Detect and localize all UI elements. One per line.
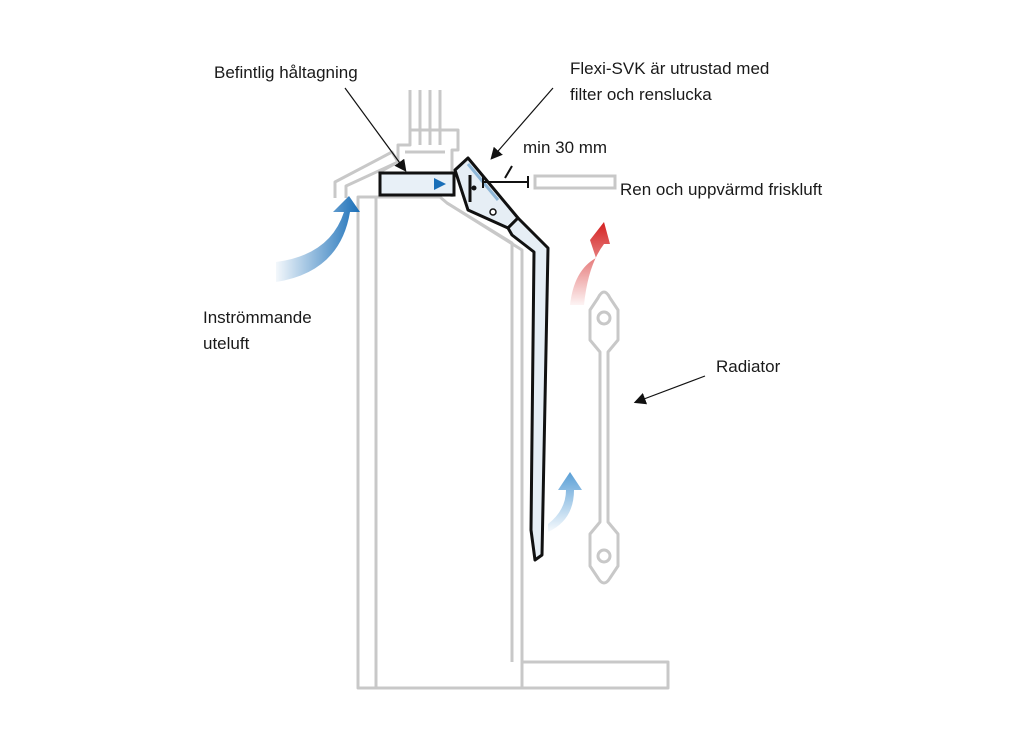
existing-opening-duct xyxy=(378,171,456,197)
label-incoming-line1: Inströmmande xyxy=(203,308,312,327)
label-device-line1: Flexi-SVK är utrustad med xyxy=(570,59,770,78)
leader-lines xyxy=(344,87,706,405)
dimension-line xyxy=(482,165,529,188)
rising-cold-air-arrow xyxy=(548,472,582,532)
label-device-line2: filter och renslucka xyxy=(570,85,712,104)
wall xyxy=(356,195,670,690)
label-existing-opening: Befintlig håltagning xyxy=(214,63,358,82)
warm-air-arrow xyxy=(570,222,610,305)
label-incoming-line2: uteluft xyxy=(203,334,250,353)
label-clean-air: Ren och uppvärmd friskluft xyxy=(620,180,823,199)
radiator xyxy=(588,290,620,585)
label-radiator: Radiator xyxy=(716,357,781,376)
label-min-distance: min 30 mm xyxy=(523,138,608,157)
incoming-air-arrow xyxy=(276,196,360,282)
window-board xyxy=(533,174,617,190)
flexi-svk-device xyxy=(453,156,550,562)
